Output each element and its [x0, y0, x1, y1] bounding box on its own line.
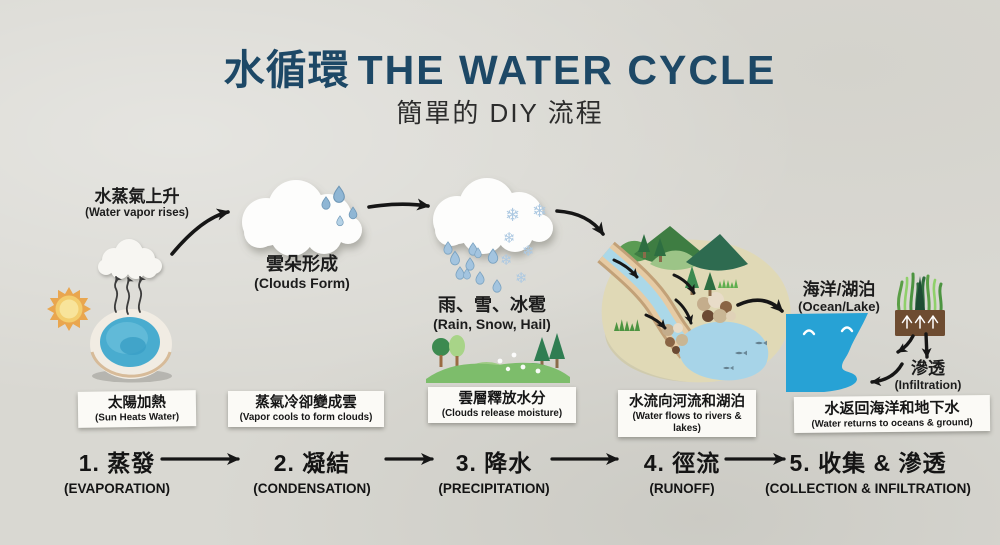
- caption-evaporation-zh: 太陽加熱: [107, 394, 167, 412]
- page-subtitle: 簡單的 DIY 流程: [396, 98, 604, 128]
- snowflake-icon: ❄: [500, 252, 513, 269]
- caption-condensation-zh: 蒸氣冷卻變成雲: [255, 395, 357, 411]
- annotation-infiltration-zh: 滲透: [911, 359, 945, 378]
- snowflake-icon: ❄: [522, 243, 535, 260]
- caption-runoff-en: (Water flows to rivers & lakes): [632, 411, 742, 434]
- snowflake-icon: ❄: [505, 205, 521, 225]
- annotation-infiltration: 滲透 (Infiltration): [878, 359, 978, 392]
- step-2-en: (CONDENSATION): [253, 481, 371, 496]
- step-4-runoff: 4. 徑流 (RUNOFF): [577, 444, 787, 496]
- annotation-precipitation: 雨、雪、冰雹 (Rain, Snow, Hail): [402, 295, 582, 332]
- cotton-cloud-condensation-icon: [242, 180, 362, 256]
- annotation-evaporation-en: (Water vapor rises): [85, 206, 189, 219]
- cotton-cloud-precipitation-icon: [433, 178, 553, 254]
- step-1-en: (EVAPORATION): [64, 481, 170, 496]
- raindrop-icon: [321, 185, 358, 226]
- grass-tuft-icon: [614, 319, 640, 331]
- snowflake-icon: ❄: [532, 201, 548, 221]
- ocean-icon: [786, 313, 868, 392]
- step-3-en: (PRECIPITATION): [438, 481, 550, 496]
- step-3-zh: 3. 降水: [455, 450, 533, 476]
- arrow-soil-to-ocean: [896, 334, 915, 354]
- step-2-condensation: 2. 凝結 (CONDENSATION): [207, 444, 417, 496]
- annotation-ocean-lake-zh: 海洋/湖泊: [802, 280, 876, 299]
- caption-precipitation-en: (Clouds release moisture): [441, 408, 563, 420]
- step-4-en: (RUNOFF): [649, 481, 715, 496]
- annotation-ocean-lake-en: (Ocean/Lake): [798, 298, 880, 314]
- runoff-landscape-icon: [597, 226, 791, 383]
- annotation-evaporation: 水蒸氣上升 (Water vapor rises): [47, 187, 227, 220]
- step-5-collection: 5. 收集 & 滲透 (COLLECTION & INFILTRATION): [758, 444, 978, 496]
- hills-scene-icon: [426, 333, 570, 383]
- annotation-precipitation-zh: 雨、雪、冰雹: [438, 295, 546, 315]
- caption-precipitation-zh: 雲層釋放水分: [458, 391, 546, 407]
- sun-icon: [47, 287, 91, 331]
- title-zh: 水循環: [223, 47, 350, 93]
- caption-evaporation-en: (Sun Heats Water): [95, 411, 180, 424]
- caption-condensation-en: (Vapor cools to form clouds): [239, 412, 373, 424]
- grass-tuft-icon: [718, 279, 738, 288]
- caption-card-collection: 水返回海洋和地下水 (Water returns to oceans & gro…: [793, 394, 991, 434]
- step-1-evaporation: 1. 蒸發 (EVAPORATION): [12, 444, 222, 496]
- caption-card-precipitation: 雲層釋放水分 (Clouds release moisture): [428, 387, 576, 423]
- annotation-condensation-zh: 雲朵形成: [266, 254, 338, 274]
- caption-card-runoff: 水流向河流和湖泊 (Water flows to rivers & lakes): [618, 390, 756, 438]
- raindrops-falling-icon: [443, 241, 502, 293]
- water-bowl-icon: [90, 309, 172, 383]
- infiltration-mark-icon: [901, 315, 939, 329]
- step-4-zh: 4. 徑流: [643, 450, 721, 476]
- annotation-condensation: 雲朵形成 (Clouds Form): [212, 254, 392, 291]
- caption-card-condensation: 蒸氣冷卻變成雲 (Vapor cools to form clouds): [228, 391, 384, 427]
- caption-collection-zh: 水返回海洋和地下水: [824, 399, 960, 418]
- caption-collection-en: (Water returns to oceans & ground): [811, 416, 973, 430]
- caption-card-evaporation: 太陽加熱 (Sun Heats Water): [77, 390, 197, 428]
- wave-icon: [802, 326, 854, 336]
- annotation-condensation-en: (Clouds Form): [254, 274, 350, 291]
- snowflake-icon: ❄: [503, 230, 516, 247]
- paper-cloud-icon: [98, 239, 162, 279]
- title-en: THE WATER CYCLE: [357, 47, 777, 93]
- annotation-evaporation-zh: 水蒸氣上升: [94, 187, 180, 206]
- fish-icon: [723, 340, 767, 371]
- annotation-precipitation-en: (Rain, Snow, Hail): [433, 315, 551, 332]
- step-5-en: (COLLECTION & INFILTRATION): [765, 481, 971, 496]
- annotation-ocean-lake: 海洋/湖泊 (Ocean/Lake): [769, 280, 909, 314]
- snowflake-icon: ❄: [515, 270, 528, 287]
- step-1-zh: 1. 蒸發: [78, 450, 156, 476]
- pebbles-icon: [662, 292, 736, 354]
- caption-runoff-zh: 水流向河流和湖泊: [629, 394, 745, 410]
- grass-soil-icon: [895, 272, 945, 336]
- flow-arrow-icon: [612, 258, 696, 330]
- arrow-condensation-to-precipitation: [367, 198, 430, 211]
- step-3-precipitation: 3. 降水 (PRECIPITATION): [389, 444, 599, 496]
- annotation-infiltration-en: (Infiltration): [894, 377, 962, 392]
- step-5-zh: 5. 收集 & 滲透: [789, 450, 947, 476]
- step-2-zh: 2. 凝結: [273, 450, 351, 476]
